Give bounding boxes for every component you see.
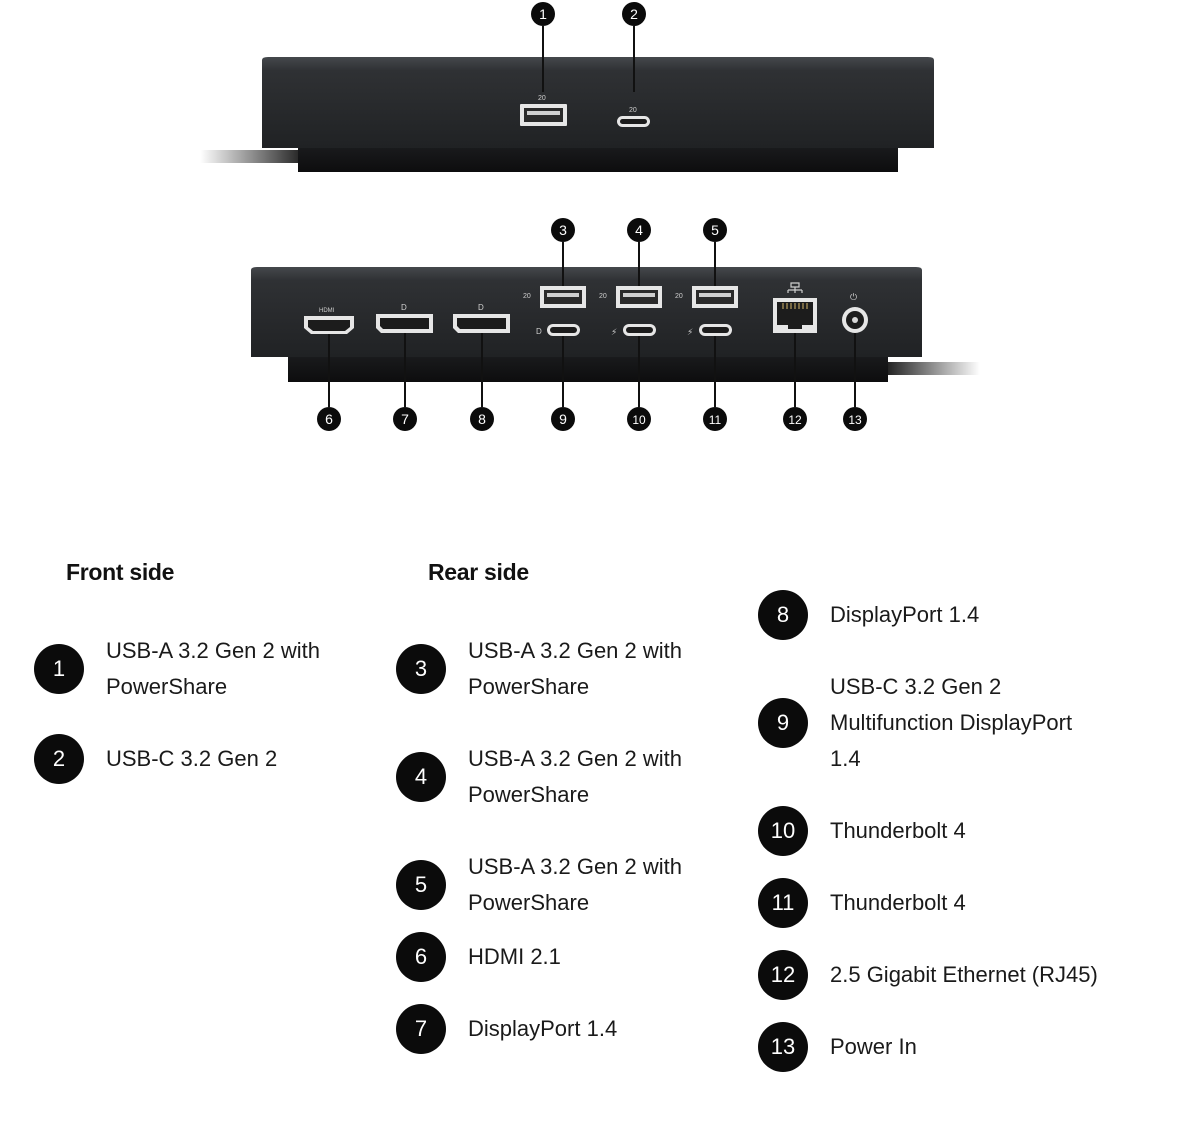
legend-number-badge: 11 — [758, 878, 808, 928]
network-icon — [787, 282, 803, 293]
legend-label: USB-C 3.2 Gen 2 Multifunction DisplayPort… — [830, 669, 1072, 777]
dp-glyph: D — [478, 303, 484, 312]
dp-glyph: D — [536, 327, 542, 336]
callout-marker-11: 11 — [703, 407, 727, 431]
legend-label: Power In — [830, 1029, 917, 1065]
usb-speed-glyph: 20 — [675, 293, 683, 300]
legend-label-line: USB-A 3.2 Gen 2 with — [106, 638, 320, 663]
callout-marker-4: 4 — [627, 218, 651, 242]
legend-label: USB-C 3.2 Gen 2 — [106, 741, 277, 777]
front-base — [298, 146, 898, 172]
legend-label-line: Multifunction DisplayPort — [830, 710, 1073, 735]
power-glyph: ⏻ — [850, 292, 857, 303]
callout-marker-7: 7 — [393, 407, 417, 431]
legend-label-line: USB-C 3.2 Gen 2 — [830, 674, 1002, 699]
legend-label-line: DisplayPort 1.4 — [468, 1016, 618, 1041]
legend-label-line: 1.4 — [830, 746, 861, 771]
legend-label: Thunderbolt 4 — [830, 813, 966, 849]
callout-marker-5: 5 — [703, 218, 727, 242]
rear-view: HDMI D D 20 20 20 D ⚡ ⚡ — [251, 242, 980, 407]
front-cable — [200, 150, 310, 163]
hdmi-glyph: HDMI — [319, 308, 335, 314]
legend-number-badge: 2 — [34, 734, 84, 784]
usb-speed-glyph: 20 — [629, 107, 637, 114]
legend-label: 2.5 Gigabit Ethernet (RJ45) — [830, 957, 1098, 993]
rear-side-heading: Rear side — [428, 559, 529, 585]
legend-label-line: Thunderbolt 4 — [830, 818, 966, 843]
legend-label-line: 2.5 Gigabit Ethernet (RJ45) — [830, 962, 1098, 987]
callout-marker-10: 10 — [627, 407, 651, 431]
callout-marker-9: 9 — [551, 407, 575, 431]
svg-text:5: 5 — [711, 222, 719, 238]
legend-number-badge: 10 — [758, 806, 808, 856]
svg-text:4: 4 — [635, 222, 643, 238]
thunderbolt-glyph: ⚡ — [611, 328, 617, 338]
callout-marker-3: 3 — [551, 218, 575, 242]
legend-number-badge: 8 — [758, 590, 808, 640]
legend-label-line: USB-C 3.2 Gen 2 — [106, 746, 278, 771]
rear-body — [251, 267, 922, 357]
legend-label-line: PowerShare — [468, 890, 590, 915]
legend-number-badge: 9 — [758, 698, 808, 748]
legend-label-line: Thunderbolt 4 — [830, 890, 966, 915]
legend-number-badge: 4 — [396, 752, 446, 802]
svg-text:6: 6 — [325, 411, 333, 427]
legend-number-badge: 1 — [34, 644, 84, 694]
legend-label: DisplayPort 1.4 — [830, 597, 979, 633]
legend-label-line: DisplayPort 1.4 — [830, 602, 980, 627]
legend-label: HDMI 2.1 — [468, 939, 561, 975]
callout-marker-8: 8 — [470, 407, 494, 431]
front-view: 20 20 — [200, 26, 934, 172]
legend-number-badge: 13 — [758, 1022, 808, 1072]
legend-label-line: USB-A 3.2 Gen 2 with — [468, 854, 682, 879]
front-body — [262, 57, 934, 148]
svg-text:12: 12 — [788, 413, 802, 427]
usb-speed-glyph: 20 — [538, 95, 546, 102]
legend-number-badge: 6 — [396, 932, 446, 982]
legend-label-line: USB-A 3.2 Gen 2 with — [468, 746, 682, 771]
callout-marker-1: 1 — [531, 2, 555, 26]
svg-text:10: 10 — [632, 413, 646, 427]
svg-text:8: 8 — [478, 411, 486, 427]
dock-port-diagram: 20 20 HDMI D D 2 — [200, 2, 980, 431]
svg-text:2: 2 — [630, 6, 638, 22]
rear-base — [288, 355, 888, 382]
svg-text:7: 7 — [401, 411, 409, 427]
rear-cable — [880, 362, 980, 375]
legend-number-badge: 5 — [396, 860, 446, 910]
callout-marker-2: 2 — [622, 2, 646, 26]
legend-label-line: PowerShare — [468, 674, 590, 699]
callout-marker-12: 12 — [783, 407, 807, 431]
legend-number-badge: 3 — [396, 644, 446, 694]
dp-glyph: D — [401, 303, 407, 312]
legend-label: DisplayPort 1.4 — [468, 1011, 617, 1047]
legend-number-badge: 7 — [396, 1004, 446, 1054]
svg-text:13: 13 — [848, 413, 862, 427]
usb-speed-glyph: 20 — [523, 293, 531, 300]
legend-label-line: PowerShare — [106, 674, 228, 699]
front-side-heading: Front side — [66, 559, 175, 585]
callout-marker-13: 13 — [843, 407, 867, 431]
legend-number-badge: 12 — [758, 950, 808, 1000]
legend-label-line: PowerShare — [468, 782, 590, 807]
svg-text:11: 11 — [709, 413, 722, 427]
usb-speed-glyph: 20 — [599, 293, 607, 300]
svg-text:9: 9 — [559, 411, 567, 427]
thunderbolt-glyph: ⚡ — [687, 328, 693, 338]
callout-marker-6: 6 — [317, 407, 341, 431]
legend-label: Thunderbolt 4 — [830, 885, 966, 921]
legend-label-line: Power In — [830, 1034, 917, 1059]
legend-label-line: HDMI 2.1 — [468, 944, 561, 969]
svg-text:1: 1 — [539, 6, 547, 22]
svg-text:3: 3 — [559, 222, 567, 238]
legend-label-line: USB-A 3.2 Gen 2 with — [468, 638, 682, 663]
